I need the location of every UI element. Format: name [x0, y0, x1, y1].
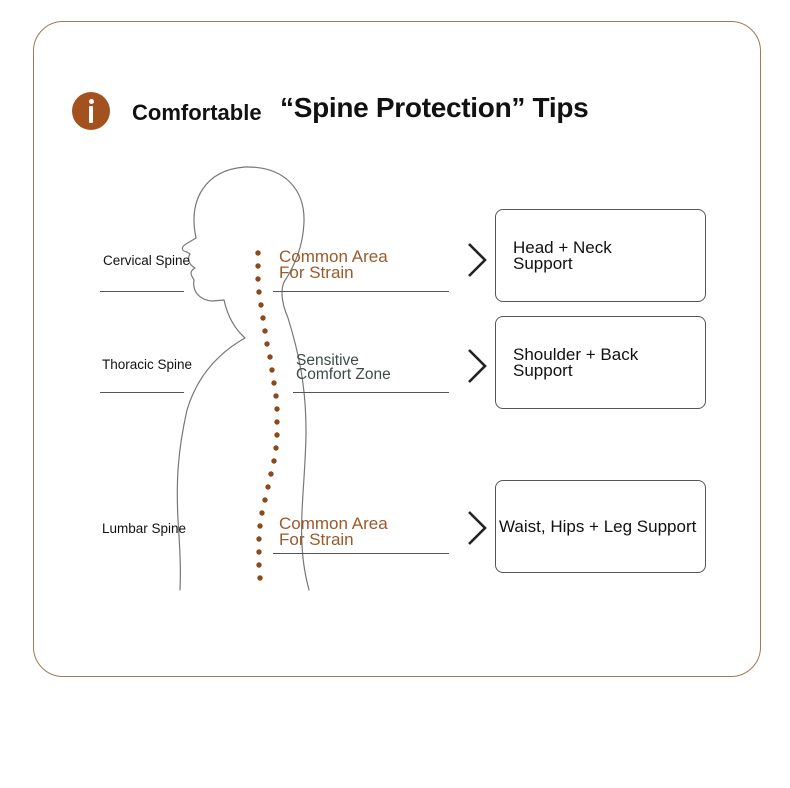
- vertebra-dot: [265, 484, 271, 490]
- zone-label-lumbar: Common Area For Strain: [279, 514, 388, 549]
- rule-left-cervical: [100, 291, 184, 292]
- tip-subtitle: Support: [513, 253, 573, 273]
- rule-right-thoracic: [293, 392, 449, 393]
- vertebra-dot: [259, 510, 265, 516]
- tip-card-waist-hips-leg: Waist, Hips + Leg Support: [495, 480, 706, 573]
- vertebra-dot: [273, 393, 279, 399]
- spine-label-thoracic: Thoracic Spine: [102, 357, 193, 372]
- vertebra-dot: [274, 419, 280, 425]
- rule-right-cervical: [273, 291, 449, 292]
- chevron-right-icon: [468, 349, 487, 383]
- vertebra-dot: [269, 367, 275, 373]
- vertebra-dot: [273, 445, 279, 451]
- rule-right-lumbar: [273, 553, 449, 554]
- vertebra-dot: [255, 250, 261, 256]
- rule-left-thoracic: [100, 392, 184, 393]
- chevron-right-icon: [468, 511, 487, 545]
- vertebra-dot: [271, 458, 277, 464]
- vertebra-dot: [274, 406, 280, 412]
- vertebra-dot: [257, 523, 263, 529]
- vertebra-dot: [264, 341, 270, 347]
- tip-title: Shoulder + Back: [513, 344, 639, 364]
- vertebra-dot: [257, 575, 263, 581]
- vertebra-dot: [262, 497, 268, 503]
- vertebra-dot: [274, 432, 280, 438]
- vertebra-dot: [271, 380, 277, 386]
- spine-label-cervical: Cervical Spine: [103, 253, 191, 268]
- vertebra-dot: [260, 315, 266, 321]
- tip-subtitle: Support: [513, 360, 573, 380]
- vertebra-dot: [255, 263, 261, 269]
- vertebra-dot: [258, 302, 264, 308]
- tip-card-shoulder-back: Shoulder + Back Support: [495, 316, 706, 409]
- tip-title: Head + Neck: [513, 237, 612, 257]
- vertebra-dot: [256, 562, 262, 568]
- vertebra-dot: [256, 536, 262, 542]
- vertebra-dot: [256, 549, 262, 555]
- spine-dots: [255, 250, 280, 581]
- vertebra-dot: [256, 289, 262, 295]
- title-prefix: Comfortable: [132, 100, 262, 125]
- vertebra-dot: [262, 328, 268, 334]
- zone-label-cervical: Common Area For Strain: [279, 247, 388, 282]
- face-profile: [181, 237, 225, 302]
- vertebra-dot: [268, 471, 274, 477]
- front-outline: [176, 299, 246, 591]
- info-icon: [72, 92, 110, 130]
- chevron-right-icon: [468, 243, 487, 277]
- tip-title: Waist, Hips + Leg Support: [499, 516, 697, 536]
- zone-label-thoracic: Sensitive Comfort Zone: [296, 352, 391, 383]
- back-outline: [281, 281, 310, 591]
- vertebra-dot: [255, 276, 261, 282]
- tip-card-head-neck: Head + Neck Support: [495, 209, 706, 302]
- vertebra-dot: [267, 354, 273, 360]
- spine-label-lumbar: Lumbar Spine: [102, 521, 187, 536]
- page-title: “Spine Protection” Tips: [280, 92, 589, 123]
- head-outline: [193, 166, 305, 283]
